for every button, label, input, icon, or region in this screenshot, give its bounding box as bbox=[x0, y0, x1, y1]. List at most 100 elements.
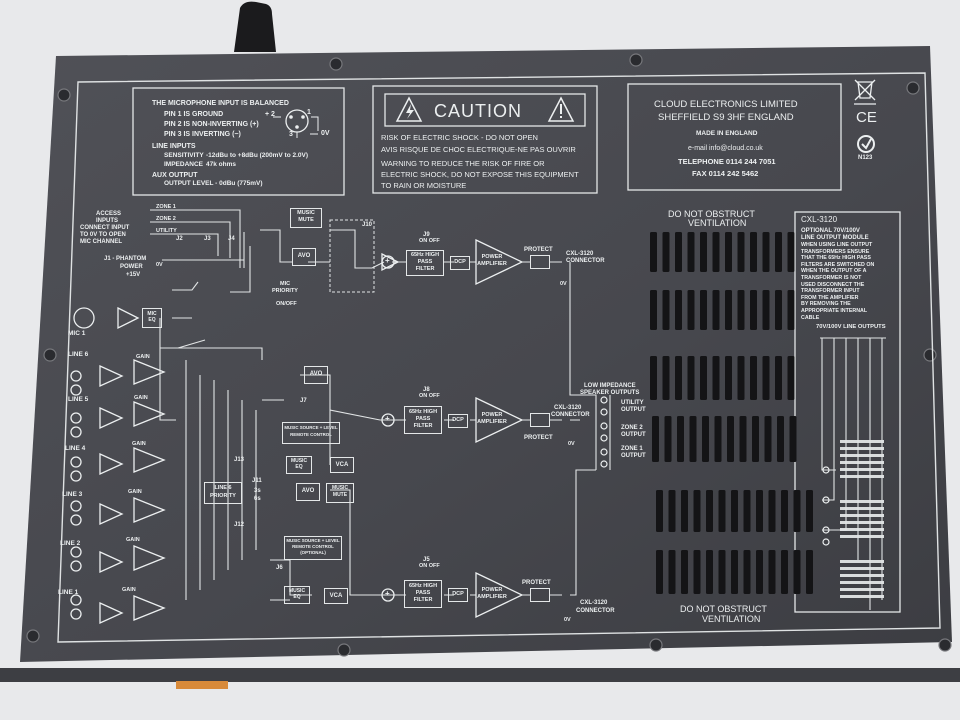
dcp-zone2-block bbox=[448, 414, 468, 428]
line3-gain-icon bbox=[133, 497, 166, 523]
vent-slot bbox=[650, 232, 657, 272]
cxl-note-line: FROM THE AMPLIFIER bbox=[801, 294, 859, 301]
line4-label: LINE 4 bbox=[65, 445, 86, 452]
line5-buffer-icon bbox=[99, 406, 124, 430]
vent-slot bbox=[737, 290, 745, 330]
xlr-pin bbox=[289, 115, 293, 119]
protect-zone1-label: PROTECT bbox=[524, 247, 553, 253]
vent-slot bbox=[775, 356, 782, 400]
avo-mid-label: AVO bbox=[309, 371, 323, 377]
j10-dashed-box bbox=[329, 219, 375, 293]
music-mute-top-block bbox=[290, 208, 322, 228]
lightning-warning-icon bbox=[395, 96, 423, 122]
line6-gain-icon bbox=[133, 359, 166, 385]
zone2-output-1: ZONE 2 bbox=[621, 425, 643, 431]
print-border bbox=[57, 72, 941, 643]
music-mute-low-2: MUTE bbox=[332, 492, 348, 498]
vent-top-line-1: DO NOT OBSTRUCT bbox=[668, 209, 755, 219]
j3-label: J3 bbox=[204, 236, 211, 242]
avo-low-block bbox=[296, 483, 320, 501]
vent-slot bbox=[675, 290, 682, 330]
vent-slot bbox=[652, 416, 659, 462]
low-imp-line-2: SPEAKER OUTPUTS bbox=[580, 390, 640, 396]
caution-line-5: TO RAIN OR MOISTURE bbox=[381, 181, 467, 190]
cxl-note-line: BY REMOVING THE bbox=[801, 301, 851, 308]
vent-slot bbox=[743, 550, 751, 594]
vent-slot bbox=[727, 416, 734, 462]
utility-bus-label: UTILITY bbox=[156, 228, 177, 234]
vent-slot bbox=[789, 416, 797, 462]
line5-jack-icon bbox=[70, 426, 82, 438]
cxl-box bbox=[794, 211, 901, 613]
cxl-subtitle-1: OPTIONAL 70V/100V bbox=[801, 228, 860, 234]
transformer-stripe bbox=[840, 468, 884, 471]
transformer-stripe bbox=[840, 514, 884, 517]
line-inputs-heading: LINE INPUTS bbox=[152, 143, 196, 150]
sum-utility-icon bbox=[381, 588, 395, 602]
screw bbox=[43, 348, 57, 362]
vent-slot bbox=[662, 356, 670, 400]
ce-mark: CE bbox=[856, 109, 877, 126]
zone1-bus-label: ZONE 1 bbox=[156, 204, 176, 210]
bus-lines bbox=[159, 246, 263, 600]
vent-slot bbox=[712, 290, 720, 330]
j11-label: J11 bbox=[252, 478, 262, 484]
j5-label: J5 bbox=[423, 557, 430, 563]
line6-jack-icon bbox=[70, 370, 82, 382]
cxl-note-line: WHEN THE OUTPUT OF A bbox=[801, 268, 867, 275]
j13-label: J13 bbox=[234, 457, 245, 463]
vent-slot bbox=[743, 490, 751, 532]
j9-on-off: ON OFF bbox=[419, 238, 440, 244]
j7-label: J7 bbox=[300, 398, 307, 404]
hpf-zone1-2: PASS bbox=[417, 259, 433, 265]
dcp-zone1-label: DCP bbox=[454, 259, 466, 265]
vent-slot bbox=[793, 490, 801, 532]
music-eq-upper-block bbox=[286, 456, 312, 474]
sum-zone1-plus: + bbox=[385, 256, 390, 265]
vent-slot bbox=[712, 356, 720, 400]
transformer-stripe bbox=[840, 528, 884, 531]
transformer-stripe bbox=[840, 475, 884, 478]
cxl-note-line: WHEN USING LINE OUTPUT bbox=[801, 242, 873, 248]
utility-output-2: OUTPUT bbox=[621, 407, 646, 413]
maker-box bbox=[627, 83, 842, 191]
ctick-check bbox=[861, 138, 872, 150]
mic-eq-block bbox=[142, 308, 162, 328]
transformer-stripe bbox=[840, 500, 884, 503]
zone1-output-1: ZONE 1 bbox=[621, 446, 643, 452]
cxl-conn-zone2-1: CXL-3120 bbox=[554, 405, 582, 411]
vent-slot bbox=[693, 490, 701, 532]
vent-bottom-line-1: DO NOT OBSTRUCT bbox=[680, 604, 767, 614]
protect-utility-switch bbox=[530, 588, 550, 602]
screw bbox=[337, 643, 351, 657]
vent-slot bbox=[718, 550, 726, 594]
cxl-title: CXL-3120 bbox=[801, 215, 838, 224]
remote-lower-1: MUSIC SOURCE + LEVEL bbox=[286, 538, 340, 543]
mic-pin-1: PIN 1 IS GROUND bbox=[164, 111, 224, 118]
line5-label: LINE 5 bbox=[68, 396, 89, 403]
exclamation-warning-icon bbox=[547, 96, 575, 122]
vent-slot bbox=[725, 232, 732, 272]
line3-buffer-icon bbox=[99, 502, 124, 526]
cxl-conn-zone1-2: CONNECTOR bbox=[566, 258, 605, 264]
speaker-terminal bbox=[600, 448, 608, 456]
vent-slot bbox=[706, 550, 713, 594]
vent-slot bbox=[687, 232, 695, 272]
j4-label: J4 bbox=[228, 236, 235, 242]
cxl-conn-zone1-1: CXL-3120 bbox=[566, 251, 594, 257]
speaker-terminal bbox=[600, 408, 608, 416]
amp-utility-icon bbox=[475, 571, 524, 619]
cxl-terminal bbox=[822, 526, 830, 534]
vent-slot bbox=[693, 550, 701, 594]
avo-top-block bbox=[292, 248, 316, 266]
line4-buffer-icon bbox=[99, 452, 124, 476]
vent-slot bbox=[675, 232, 682, 272]
music-mute-low-1: MUSIC bbox=[331, 485, 349, 491]
line6-priority-2: PRIORITY bbox=[210, 493, 236, 499]
vent-slot bbox=[756, 490, 763, 532]
cxl-conn-zone2-2: CONNECTOR bbox=[551, 412, 590, 418]
power-cable bbox=[234, 1, 276, 53]
chassis-lip bbox=[0, 668, 960, 682]
cxl-note-line: CABLE bbox=[801, 314, 820, 321]
